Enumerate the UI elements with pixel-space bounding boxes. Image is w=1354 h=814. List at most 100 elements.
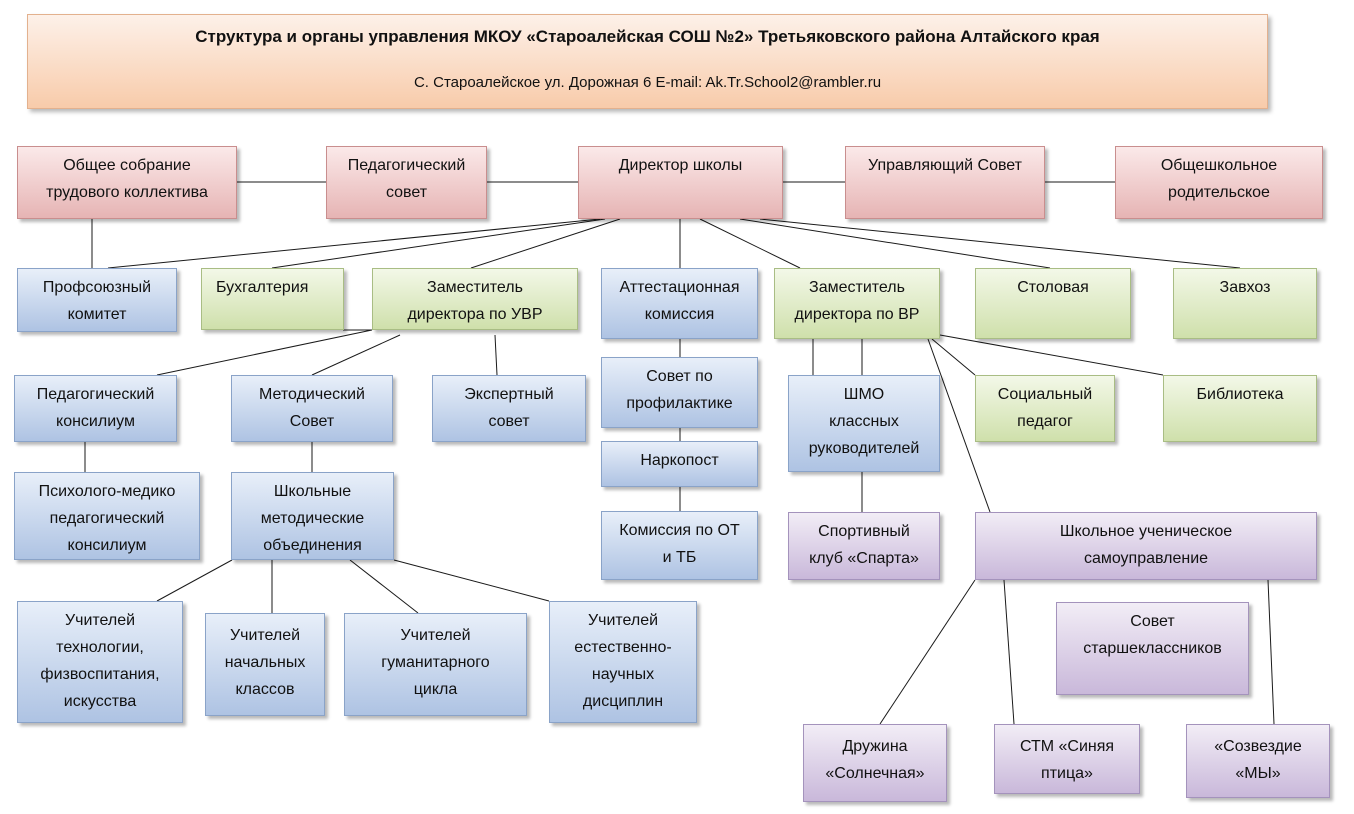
node-label: самоуправление bbox=[1083, 550, 1209, 567]
diagram-title: Структура и органы управления МКОУ «Стар… bbox=[195, 27, 1100, 46]
node-label: Школьные bbox=[273, 483, 352, 500]
node-label: педагог bbox=[1017, 413, 1073, 430]
node-obshee-sobranie: Общее собрание трудового коллектива bbox=[17, 146, 237, 219]
node-rod-sovet: Общешкольное родительское bbox=[1115, 146, 1323, 219]
node-metod-sovet: Методический Совет bbox=[231, 375, 393, 442]
node-label: Общешкольное bbox=[1160, 157, 1278, 174]
node-label: Социальный bbox=[997, 386, 1093, 403]
node-label: «МЫ» bbox=[1235, 765, 1281, 782]
node-label: Комиссия по ОТ bbox=[619, 522, 740, 539]
node-direktor: Директор школы bbox=[578, 146, 783, 219]
node-label: Дружина bbox=[842, 738, 908, 755]
node-zam-uvr: Заместитель директора по УВР bbox=[372, 268, 578, 330]
node-biblioteka: Библиотека bbox=[1163, 375, 1317, 442]
node-label: Совет по bbox=[646, 368, 713, 385]
node-upr-sovet: Управляющий Совет bbox=[845, 146, 1045, 219]
node-label: директора по УВР bbox=[407, 306, 543, 323]
node-ped-konsilium: Педагогический консилиум bbox=[14, 375, 177, 442]
node-label: консилиум bbox=[67, 537, 147, 554]
node-label: директора по ВР bbox=[794, 306, 920, 323]
node-uchitelya-gum: Учителей гуманитарного цикла bbox=[344, 613, 527, 716]
node-label: физвоспитания, bbox=[40, 666, 160, 683]
node-komissia-ot: Комиссия по ОТ и ТБ bbox=[601, 511, 758, 580]
node-label: Учителей bbox=[64, 612, 136, 629]
node-label: Заместитель bbox=[427, 279, 523, 296]
node-label: гуманитарного bbox=[381, 654, 490, 671]
node-shmo: ШМО классных руководителей bbox=[788, 375, 940, 472]
node-label: классных bbox=[829, 413, 899, 430]
node-samoupr: Школьное ученическое самоуправление bbox=[975, 512, 1317, 580]
node-label: Учителей bbox=[229, 627, 301, 644]
node-label: комиссия bbox=[644, 306, 715, 323]
node-druzhina: Дружина «Солнечная» bbox=[803, 724, 947, 802]
node-label: Директор школы bbox=[618, 157, 743, 174]
node-label: Учителей bbox=[400, 627, 471, 644]
node-soc-ped: Социальный педагог bbox=[975, 375, 1115, 442]
node-label: клуб «Спарта» bbox=[809, 550, 919, 567]
node-expert: Экспертный совет bbox=[432, 375, 586, 442]
node-sozvezdie: «Созвездие «МЫ» bbox=[1186, 724, 1330, 798]
node-label: классов bbox=[235, 681, 295, 698]
node-label: «Созвездие bbox=[1214, 738, 1302, 755]
node-label: технологии, bbox=[56, 639, 144, 656]
node-label: Столовая bbox=[1017, 279, 1089, 296]
node-label: Заместитель bbox=[809, 279, 905, 296]
node-label: методические bbox=[260, 510, 365, 527]
node-stolovaya: Столовая bbox=[975, 268, 1131, 339]
node-label: начальных bbox=[224, 654, 306, 671]
node-label: Бухгалтерия bbox=[216, 279, 309, 296]
node-label: «Солнечная» bbox=[825, 765, 925, 782]
node-stm: СТМ «Синяя птица» bbox=[994, 724, 1140, 794]
node-narkopost: Наркопост bbox=[601, 441, 758, 487]
node-buhgalteria: Бухгалтерия bbox=[201, 268, 344, 330]
node-label: и ТБ bbox=[662, 549, 697, 566]
node-label: ШМО bbox=[843, 386, 885, 403]
node-label: Завхоз bbox=[1219, 279, 1271, 296]
node-label: СТМ «Синяя bbox=[1019, 738, 1115, 755]
node-label: трудового коллектива bbox=[46, 184, 208, 201]
node-label: консилиум bbox=[56, 413, 135, 430]
node-uchitelya-tech: Учителей технологии, физвоспитания, иску… bbox=[17, 601, 183, 723]
node-label: Психолого-медико bbox=[38, 483, 176, 500]
node-label: Библиотека bbox=[1196, 386, 1284, 403]
node-label: педагогический bbox=[49, 510, 165, 527]
node-profilaktika: Совет по профилактике bbox=[601, 357, 758, 428]
node-label: научных bbox=[591, 666, 655, 683]
node-label: дисциплин bbox=[582, 693, 664, 710]
node-label: профилактике bbox=[626, 395, 733, 412]
node-attest: Аттестационная комиссия bbox=[601, 268, 758, 339]
node-label: Совет bbox=[289, 413, 335, 430]
node-label: объединения bbox=[263, 537, 362, 554]
node-label: комитет bbox=[67, 306, 127, 323]
node-pmpk: Психолого-медико педагогический консилиу… bbox=[14, 472, 200, 560]
school-address: С. Староалейское ул. Дорожная 6 E-mail: … bbox=[413, 74, 882, 91]
node-label: Педагогический bbox=[347, 157, 466, 174]
node-sparta: Спортивный клуб «Спарта» bbox=[788, 512, 940, 580]
node-label: Методический bbox=[259, 386, 365, 403]
node-uchitelya-nach: Учителей начальных классов bbox=[205, 613, 325, 716]
node-label: Школьное ученическое bbox=[1059, 523, 1233, 540]
node-label: Совет bbox=[1130, 613, 1175, 630]
node-label: старшеклассников bbox=[1083, 640, 1222, 657]
node-label: совет bbox=[488, 413, 530, 430]
node-label: Общее собрание bbox=[63, 157, 191, 174]
node-zam-vr: Заместитель директора по ВР bbox=[774, 268, 940, 339]
node-label: родительское bbox=[1168, 184, 1270, 201]
node-label: Управляющий Совет bbox=[868, 157, 1022, 174]
node-label: Экспертный bbox=[464, 386, 554, 403]
diagram-header: Структура и органы управления МКОУ «Стар… bbox=[27, 14, 1268, 109]
node-label: Наркопост bbox=[640, 452, 719, 469]
node-label: птица» bbox=[1041, 765, 1093, 782]
node-label: цикла bbox=[413, 681, 458, 698]
node-label: Педагогический bbox=[36, 386, 155, 403]
node-label: Аттестационная bbox=[619, 279, 740, 296]
node-starsheklass: Совет старшеклассников bbox=[1056, 602, 1249, 695]
node-uchitelya-estest: Учителей естественно- научных дисциплин bbox=[549, 601, 697, 723]
node-label: Учителей bbox=[587, 612, 659, 629]
node-label: Спортивный bbox=[818, 523, 910, 540]
node-shmo-ob: Школьные методические объединения bbox=[231, 472, 394, 560]
node-ped-sovet: Педагогический совет bbox=[326, 146, 487, 219]
node-zavhoz: Завхоз bbox=[1173, 268, 1317, 339]
node-profkom: Профсоюзный комитет bbox=[17, 268, 177, 332]
